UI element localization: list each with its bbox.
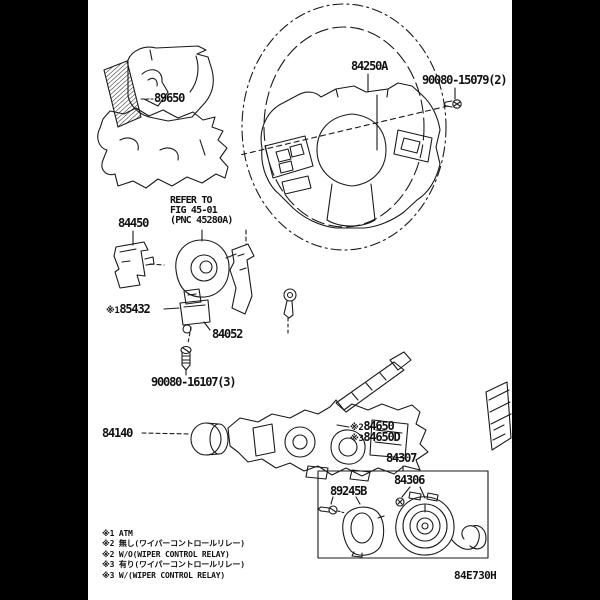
drawing-code: 84E730H: [454, 569, 497, 582]
steering-wheel-drawing: [239, 3, 449, 251]
part-label-84306: 84306: [394, 473, 425, 487]
relay-drawing: [163, 288, 211, 344]
steering-sensor-drawing: [317, 496, 385, 558]
diagram-sheet: 89650 84250A 90080-15079(2) REFER TO FIG…: [88, 0, 512, 600]
silencer-pad-drawing: [103, 60, 154, 128]
part-label-84650: ※284650: [350, 419, 395, 433]
part-label-84450: 84450: [118, 216, 149, 230]
key-drawing: [283, 288, 297, 335]
part-label-84250A: 84250A: [351, 59, 388, 73]
part-label-89245B: 89245B: [330, 484, 367, 498]
footnote-3: ※2 W/O(WIPER CONTROL RELAY): [102, 550, 230, 559]
screw-icon: [180, 345, 192, 376]
part-label-84307: 84307: [386, 451, 417, 465]
refer-to-note: REFER TO FIG 45-01 (PNC 45280A): [170, 195, 233, 226]
diagram-linework: [97, 3, 512, 559]
part-label-85432: ※185432: [106, 302, 151, 316]
part-label-90080-15079: 90080-15079(2): [422, 73, 508, 87]
spiral-cable-box: [317, 465, 489, 559]
combination-switch-drawing: [141, 399, 429, 482]
wiper-switch-drawing: [335, 351, 512, 451]
footnote-5: ※3 W/(WIPER CONTROL RELAY): [102, 571, 226, 580]
part-label-84650D: ※384650D: [350, 430, 401, 444]
part-label-90080-16107: 90080-16107(3): [151, 375, 237, 389]
footnote-1: ※1 ATM: [102, 529, 133, 538]
part-label-84052: 84052: [212, 327, 243, 341]
footnote-2: ※2 無し(ワイパーコントロールリレー): [102, 539, 245, 548]
footnote-4: ※3 有り(ワイパーコントロールリレー): [102, 560, 245, 569]
ignition-lock-drawing: [113, 229, 255, 315]
spiral-cable-drawing: [395, 491, 487, 556]
part-label-89650: 89650: [154, 91, 185, 105]
screw-icon: [443, 87, 462, 109]
part-label-84140: 84140: [102, 426, 133, 440]
